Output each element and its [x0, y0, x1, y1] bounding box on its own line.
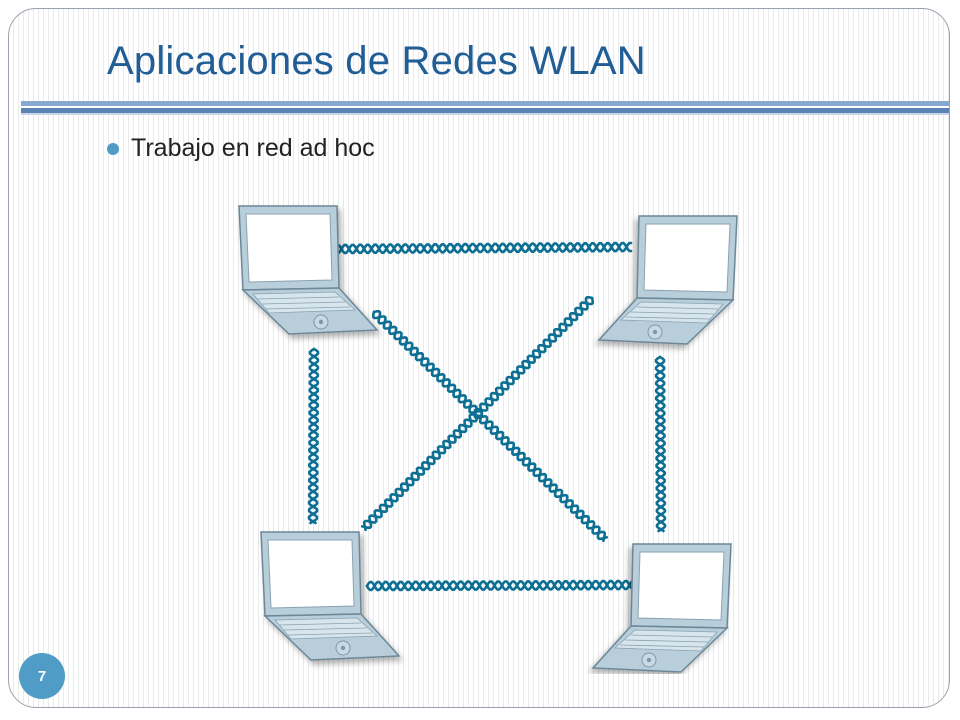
title-divider [21, 101, 949, 115]
bullet-item: Trabajo en red ad hoc [107, 134, 375, 163]
bullet-text: Trabajo en red ad hoc [131, 134, 375, 162]
laptop-top-left-icon [238, 205, 378, 335]
wireless-links [307, 241, 667, 592]
bullet-dot-icon [107, 142, 119, 155]
laptop-bottom-right-icon [592, 543, 732, 673]
page-number-badge: 7 [19, 653, 65, 699]
laptop-bottom-left-icon [260, 531, 400, 661]
adhoc-network-diagram [238, 205, 738, 673]
wireless-link-icon [332, 241, 633, 255]
wireless-link-icon [360, 296, 594, 532]
wireless-link-icon [654, 355, 667, 533]
wireless-link-icon [372, 310, 609, 543]
wireless-link-icon [307, 347, 320, 525]
laptop-top-right-icon [598, 215, 738, 345]
slide: Aplicaciones de Redes WLAN Trabajo en re… [8, 8, 950, 708]
wireless-link-icon [365, 579, 639, 592]
slide-title: Aplicaciones de Redes WLAN [107, 39, 646, 83]
